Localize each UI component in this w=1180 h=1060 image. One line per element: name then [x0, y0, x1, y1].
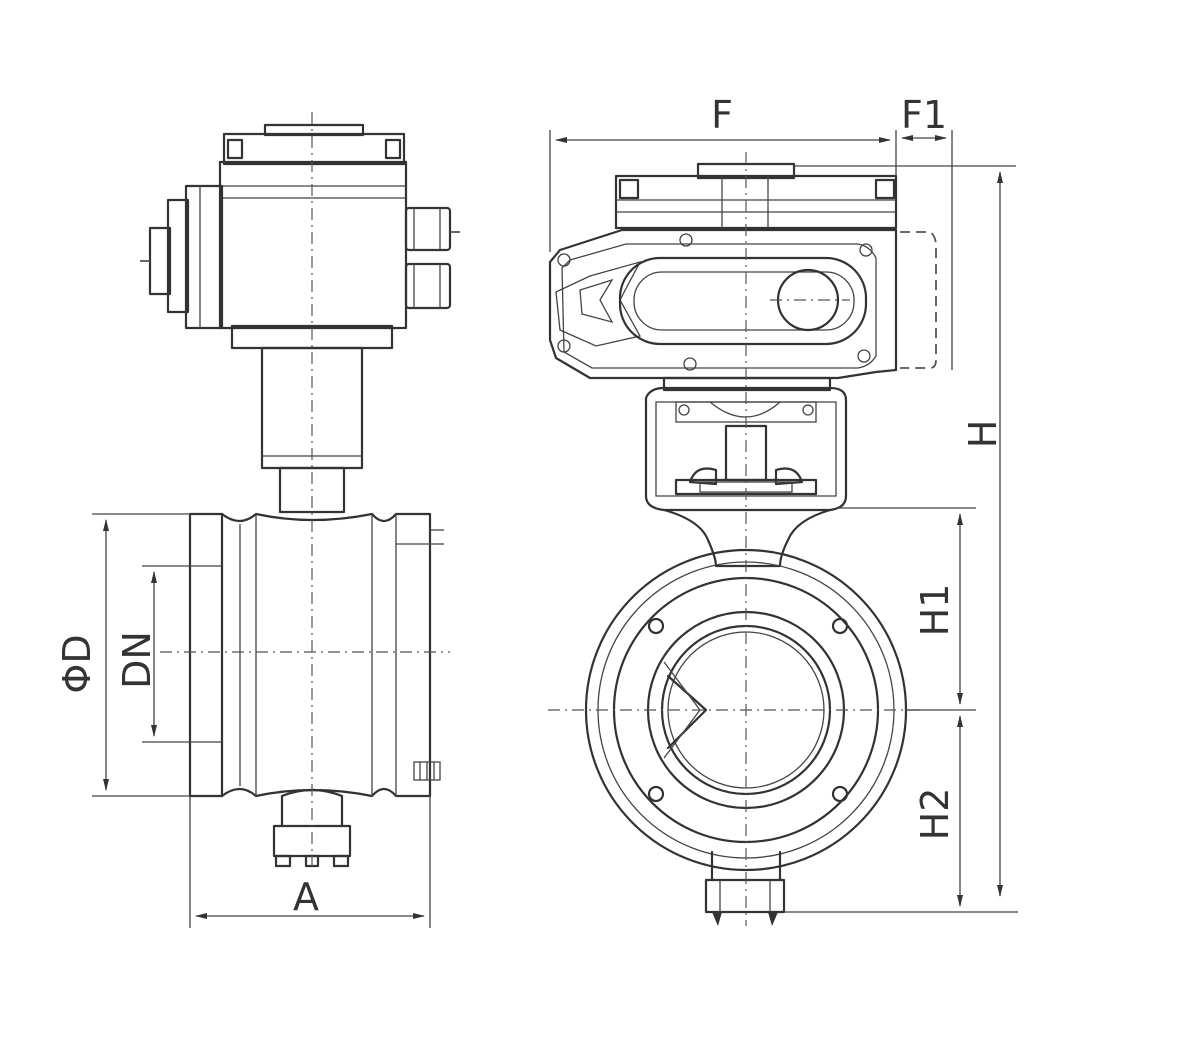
dimension-a: A — [189, 796, 431, 928]
bolt-hole — [831, 785, 849, 803]
front-actuator — [548, 162, 937, 380]
side-view: ΦD DN A — [55, 112, 460, 928]
side-body — [188, 512, 444, 868]
label-h1: H1 — [913, 584, 957, 637]
label-phi-d: ΦD — [55, 634, 99, 693]
dimension-phi-d: ΦD — [55, 513, 190, 797]
bolt-hole — [647, 617, 665, 635]
bolt-hole — [647, 785, 665, 803]
label-dn: DN — [115, 631, 159, 689]
label-h: H — [961, 420, 1005, 449]
dimension-h2: H2 — [913, 715, 963, 907]
dimension-h1: H1 — [836, 507, 976, 711]
front-view: F F1 H H1 H2 — [548, 93, 1018, 926]
label-f1: F1 — [901, 93, 947, 137]
front-bottom-stem — [704, 850, 786, 926]
side-actuator — [140, 123, 460, 350]
bolt-hole — [831, 617, 849, 635]
label-f: F — [711, 93, 733, 137]
label-a: A — [293, 875, 319, 919]
dimension-f1: F1 — [901, 93, 953, 370]
label-h2: H2 — [913, 788, 957, 841]
dimension-f: F — [549, 93, 897, 252]
front-bracket — [644, 376, 848, 512]
dimension-h: H — [784, 165, 1018, 913]
front-neck — [662, 508, 832, 568]
dimension-dn: DN — [115, 565, 222, 743]
